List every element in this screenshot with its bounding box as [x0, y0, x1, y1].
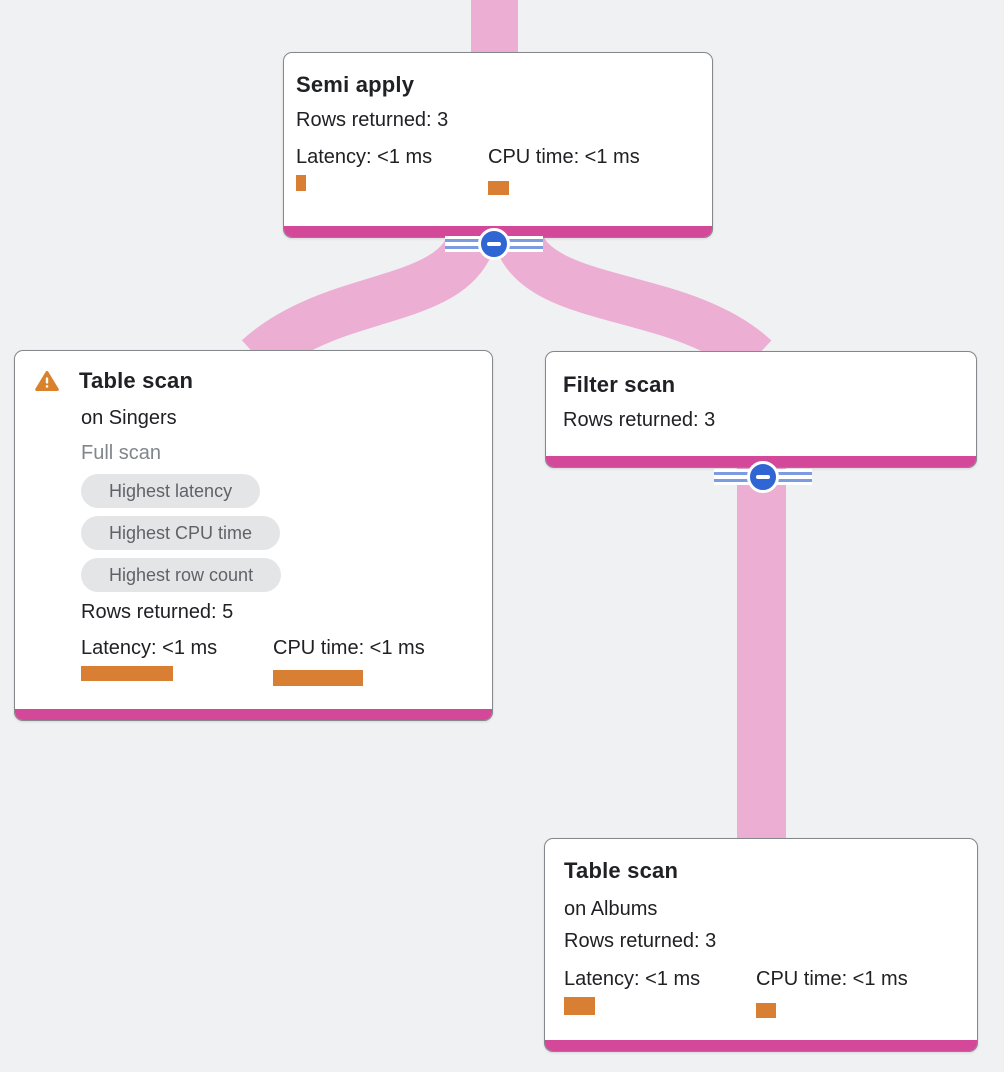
latency-metric: Latency: <1 ms — [296, 146, 488, 195]
latency-metric: Latency: <1 ms — [81, 637, 273, 686]
edge-semi-apply-to-filter-scan — [492, 224, 772, 377]
badge-highest-cpu-time: Highest CPU time — [81, 516, 281, 550]
edge-parent-to-semi-apply — [471, 0, 518, 58]
node-filter-scan[interactable]: Filter scan Rows returned: 3 — [545, 351, 977, 468]
edge-filter-scan-to-table-scan-albums — [737, 466, 786, 842]
metrics-row: Latency: <1 ms CPU time: <1 ms — [564, 968, 961, 1018]
edge-semi-apply-to-table-scan-singers — [241, 225, 498, 377]
node-header: Table scan — [35, 367, 476, 395]
cpu-label: CPU time: <1 ms — [488, 146, 640, 168]
node-table-scan-singers[interactable]: Table scan on Singers Full scan Highest … — [14, 350, 493, 721]
node-body: on Singers Full scan Highest latency Hig… — [81, 406, 476, 686]
node-semi-apply[interactable]: Semi apply Rows returned: 3 Latency: <1 … — [283, 52, 713, 238]
badge-highest-latency: Highest latency — [81, 474, 261, 508]
latency-bar — [564, 997, 595, 1015]
cpu-metric: CPU time: <1 ms — [273, 637, 425, 686]
node-title: Table scan — [564, 858, 679, 883]
metrics-row: Latency: <1 ms CPU time: <1 ms — [296, 146, 696, 195]
metrics-row: Latency: <1 ms CPU time: <1 ms — [81, 637, 476, 686]
latency-label: Latency: <1 ms — [296, 146, 433, 168]
node-table-scan-albums[interactable]: Table scan on Albums Rows returned: 3 La… — [544, 838, 978, 1052]
node-title: Semi apply — [296, 72, 415, 97]
badge-highest-row-count: Highest row count — [81, 558, 282, 592]
cpu-metric: CPU time: <1 ms — [756, 968, 908, 1018]
cpu-label: CPU time: <1 ms — [756, 968, 908, 990]
rows-returned: Rows returned: 5 — [81, 601, 234, 623]
rows-returned: Rows returned: 3 — [564, 930, 717, 952]
latency-metric: Latency: <1 ms — [564, 968, 756, 1018]
node-accent-bar — [15, 709, 492, 720]
warning-icon — [35, 371, 59, 391]
latency-bar — [81, 666, 173, 681]
cpu-bar — [488, 181, 509, 195]
collapse-semi-apply-button[interactable] — [445, 228, 543, 260]
collapse-minus-icon — [747, 461, 779, 493]
node-title: Filter scan — [563, 372, 676, 397]
latency-bar — [296, 175, 306, 191]
minus-glyph — [756, 475, 770, 479]
node-accent-bar — [545, 1040, 977, 1051]
scan-type: Full scan — [81, 442, 162, 464]
cpu-label: CPU time: <1 ms — [273, 637, 425, 659]
latency-label: Latency: <1 ms — [564, 968, 701, 990]
node-title: Table scan — [79, 368, 194, 393]
cpu-bar — [756, 1003, 776, 1018]
node-subtitle: on Albums — [564, 898, 658, 920]
latency-label: Latency: <1 ms — [81, 637, 218, 659]
cpu-metric: CPU time: <1 ms — [488, 146, 640, 195]
node-subtitle: on Singers — [81, 407, 177, 429]
cpu-bar — [273, 670, 363, 686]
minus-glyph — [487, 242, 501, 246]
rows-returned: Rows returned: 3 — [296, 109, 449, 131]
badges: Highest latency Highest CPU time Highest… — [81, 474, 476, 592]
rows-returned: Rows returned: 3 — [563, 409, 716, 431]
collapse-minus-icon — [478, 228, 510, 260]
collapse-filter-scan-button[interactable] — [714, 461, 812, 493]
